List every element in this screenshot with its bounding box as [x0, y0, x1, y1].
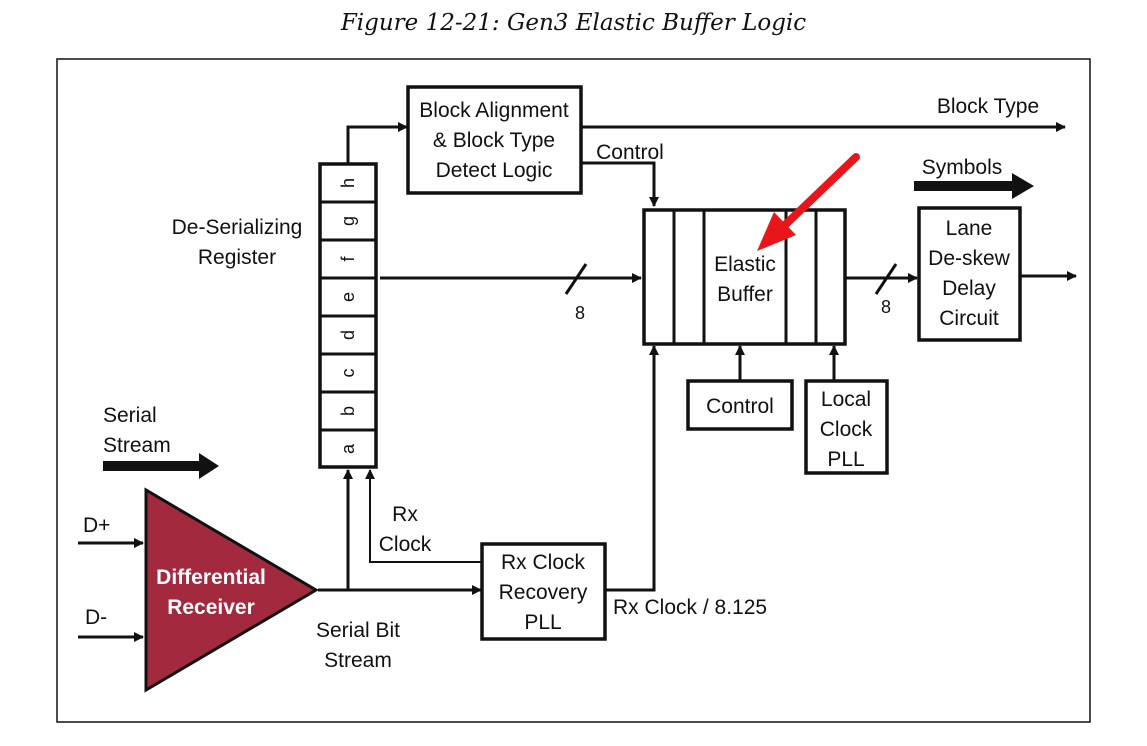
- highlight-arrow: [757, 153, 860, 251]
- serial-stream-line2: Stream: [103, 434, 171, 457]
- control-box: [686, 379, 794, 431]
- receiver-line1: Differential: [156, 566, 266, 589]
- wire-rxclkdiv-to-buffer: [606, 345, 659, 592]
- lane-deskew-box: [917, 206, 1022, 342]
- deserializing-register: [318, 162, 378, 469]
- register-label-line1: De-Serializing: [172, 216, 303, 239]
- figure-caption: Figure 12-21: Gen3 Elastic Buffer Logic: [340, 10, 807, 36]
- symbols-label: Symbols: [922, 156, 1003, 179]
- serial-stream-line1: Serial: [103, 404, 157, 427]
- register-cell-a: a: [338, 443, 358, 454]
- symbols-arrow: [914, 173, 1034, 199]
- diagram-frame: [56, 58, 1091, 723]
- d-minus-label: D-: [85, 606, 107, 629]
- register-cell-e: e: [338, 292, 358, 302]
- rx-clock-line1: Rx: [392, 503, 418, 526]
- bus-slash-out: [874, 263, 898, 295]
- local-pll-line3: PLL: [827, 448, 864, 471]
- wire-rxclock-to-register: [365, 469, 481, 563]
- rx-clock-div-label: Rx Clock / 8.125: [613, 596, 767, 619]
- elastic-buffer-box: [642, 208, 847, 346]
- local-pll-line1: Local: [821, 388, 871, 411]
- block-type-label: Block Type: [937, 95, 1039, 118]
- block-alignment-line3: Detect Logic: [436, 159, 553, 182]
- lane-deskew-line2: De-skew: [928, 247, 1011, 270]
- register-cell-b: b: [338, 406, 358, 416]
- lane-deskew-line1: Lane: [946, 217, 993, 240]
- bus-slash-in: [564, 263, 588, 295]
- block-alignment-box: [406, 85, 583, 195]
- rx-clock-line2: Clock: [379, 533, 432, 556]
- serial-bit-stream-line2: Stream: [324, 649, 392, 672]
- register-cell-c: c: [338, 369, 358, 378]
- control-signal-label: Control: [596, 141, 664, 164]
- bus-width-out-label: 8: [881, 297, 891, 317]
- wire-control-to-buffer: [582, 161, 659, 207]
- serial-stream-arrow: [103, 453, 219, 479]
- register-cell-f: f: [338, 256, 358, 262]
- register-cell-g: g: [338, 216, 358, 226]
- block-alignment-line2: & Block Type: [433, 129, 555, 152]
- d-plus-label: D+: [83, 514, 110, 537]
- register-cell-h: h: [338, 178, 358, 188]
- serial-bit-stream-line1: Serial Bit: [316, 619, 400, 642]
- block-alignment-line1: Block Alignment: [419, 99, 569, 122]
- register-label-line2: Register: [198, 246, 276, 269]
- rx-clock-recovery-box: [480, 542, 607, 641]
- register-cell-d: d: [338, 330, 358, 340]
- control-box-label: Control: [706, 395, 774, 418]
- differential-receiver: [144, 487, 319, 693]
- rx-recovery-line3: PLL: [524, 611, 561, 634]
- rx-recovery-line2: Recovery: [499, 581, 588, 604]
- rx-recovery-line1: Rx Clock: [501, 551, 586, 574]
- elastic-buffer-line2: Buffer: [717, 283, 773, 306]
- receiver-line2: Receiver: [167, 596, 255, 619]
- lane-deskew-line4: Circuit: [939, 307, 999, 330]
- wire-reg-to-alignment: [346, 122, 408, 163]
- elastic-buffer-line1: Elastic: [714, 253, 776, 276]
- local-pll-line2: Clock: [820, 418, 873, 441]
- local-clock-pll-box: [804, 379, 889, 475]
- bus-width-in-label: 8: [575, 303, 585, 323]
- lane-deskew-line3: Delay: [942, 277, 996, 300]
